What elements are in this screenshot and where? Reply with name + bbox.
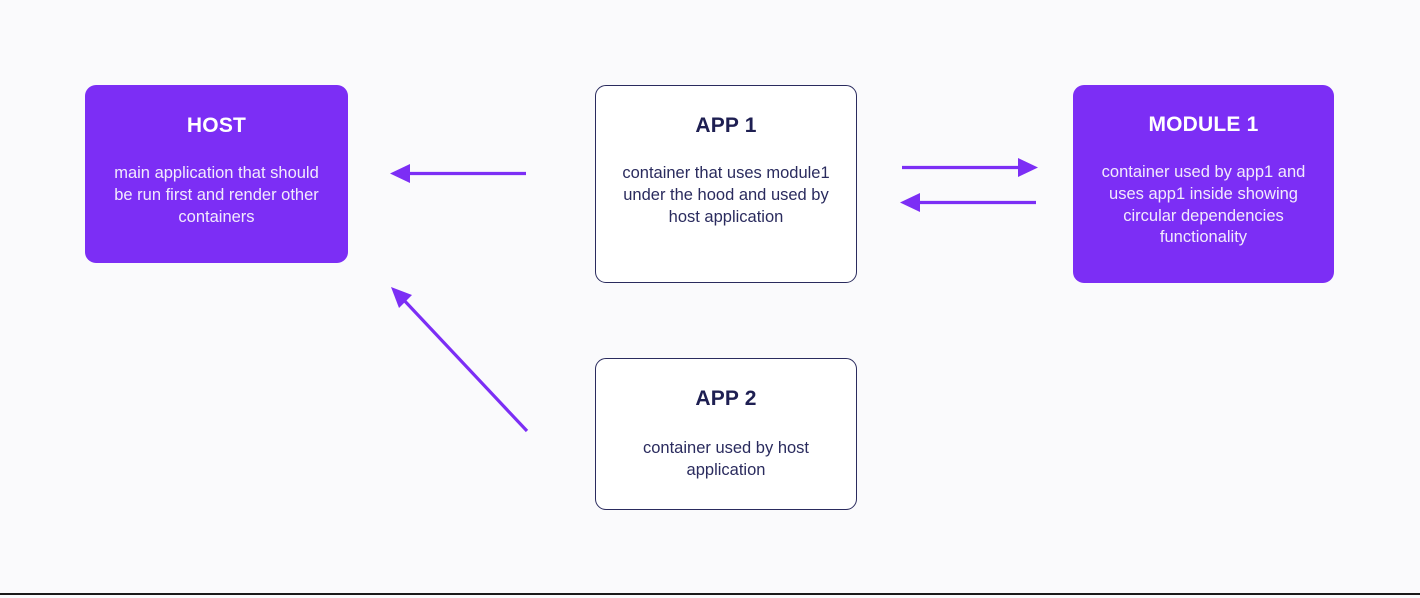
arrow-app1-to-module1 xyxy=(902,158,1038,177)
arrow-app2-to-host xyxy=(391,287,529,433)
node-app2-title: APP 2 xyxy=(695,387,757,410)
arrow-app1-to-host xyxy=(390,164,526,183)
node-app1[interactable]: APP 1 container that uses module1 under … xyxy=(595,85,857,283)
arrow-module1-to-app1 xyxy=(900,193,1036,212)
node-app2-description: container used by host application xyxy=(642,439,810,479)
node-host[interactable]: HOST main application that should be run… xyxy=(85,85,348,263)
node-module1[interactable]: MODULE 1 container used by app1 and uses… xyxy=(1073,85,1334,283)
node-app1-title: APP 1 xyxy=(695,114,757,137)
node-module1-title: MODULE 1 xyxy=(1148,113,1259,136)
node-host-title: HOST xyxy=(186,114,247,137)
node-module1-description: container used by app1 and uses app1 ins… xyxy=(1101,163,1306,247)
bottom-divider xyxy=(0,592,1420,595)
node-app1-description: container that uses module1 under the ho… xyxy=(622,164,830,226)
node-host-description: main application that should be run firs… xyxy=(114,164,319,226)
node-app2[interactable]: APP 2 container used by host application xyxy=(595,358,857,510)
